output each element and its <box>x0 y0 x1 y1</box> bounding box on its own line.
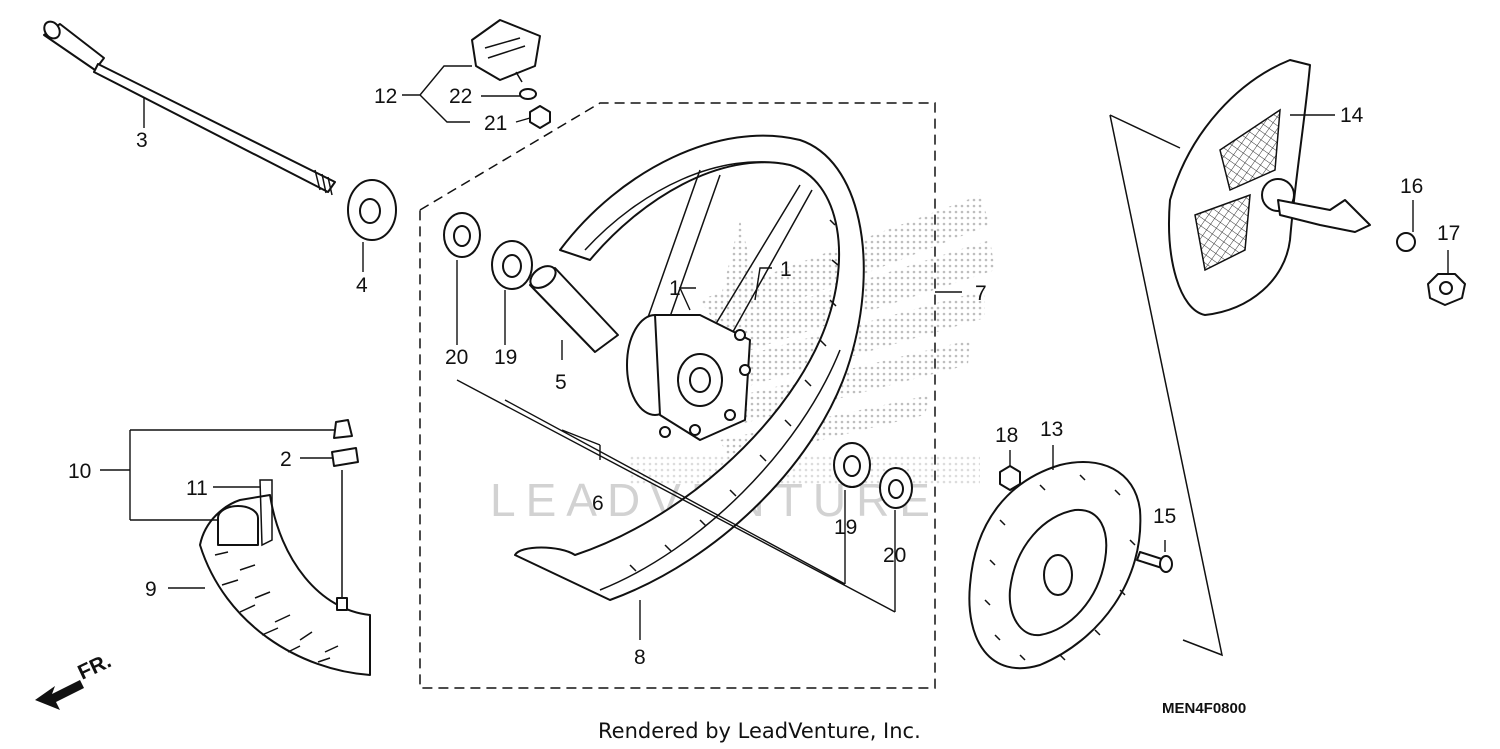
callout-11: 11 <box>186 477 208 500</box>
disc-guard-part-14 <box>1168 59 1371 316</box>
bearing-part-20-right <box>879 467 913 509</box>
callout-3: 3 <box>136 129 148 152</box>
callout-4: 4 <box>356 274 368 297</box>
bearing-part-19-left <box>491 240 533 290</box>
bearing-part-20-left <box>443 212 481 258</box>
callout-14: 14 <box>1340 104 1364 127</box>
callout-9: 9 <box>145 578 157 601</box>
collar-part-4 <box>347 179 397 241</box>
callout-5: 5 <box>555 371 567 394</box>
callout-6: 6 <box>592 492 604 515</box>
callout-10: 10 <box>68 460 91 483</box>
nut-part-18 <box>999 465 1021 491</box>
diagram-code: MEN4F0800 <box>1162 700 1246 717</box>
axle-part-3 <box>43 20 336 196</box>
callout-18: 18 <box>995 424 1018 447</box>
bolt-part-16 <box>1396 232 1416 252</box>
callout-16: 16 <box>1400 175 1423 198</box>
callout-2: 2 <box>280 448 292 471</box>
callout-17: 17 <box>1437 222 1460 245</box>
nut-part-17 <box>1427 273 1466 306</box>
bearing-part-19-right <box>833 442 871 488</box>
tube-part-10 <box>217 419 359 611</box>
rim-part-8 <box>514 134 865 601</box>
callout-22: 22 <box>449 85 472 108</box>
brake-disc-part-13 <box>968 461 1142 670</box>
callout-7: 7 <box>975 282 987 305</box>
callout-21: 21 <box>484 112 507 135</box>
callout-12: 12 <box>374 85 397 108</box>
leader-lines <box>100 65 1449 640</box>
callout-1a: 1 <box>669 277 681 300</box>
callout-20a: 20 <box>445 346 468 369</box>
callout-19b: 19 <box>834 516 857 539</box>
callout-8: 8 <box>634 646 646 669</box>
front-marker-label: FR. <box>74 649 114 684</box>
front-arrow-icon <box>35 680 84 710</box>
rim-lock-part-12 <box>471 19 551 129</box>
disc-guard-bracket-line <box>1109 114 1224 657</box>
callout-13: 13 <box>1040 418 1063 441</box>
callout-1b: 1 <box>780 258 792 281</box>
render-credit: Rendered by LeadVenture, Inc. <box>598 719 921 743</box>
bolt-part-15 <box>1136 551 1173 573</box>
callout-15: 15 <box>1153 505 1176 528</box>
spacer-part-5 <box>529 265 619 353</box>
hub <box>626 169 813 441</box>
wheel-assembly-box <box>419 102 936 689</box>
callout-19a: 19 <box>494 346 517 369</box>
callout-20b: 20 <box>883 544 906 567</box>
